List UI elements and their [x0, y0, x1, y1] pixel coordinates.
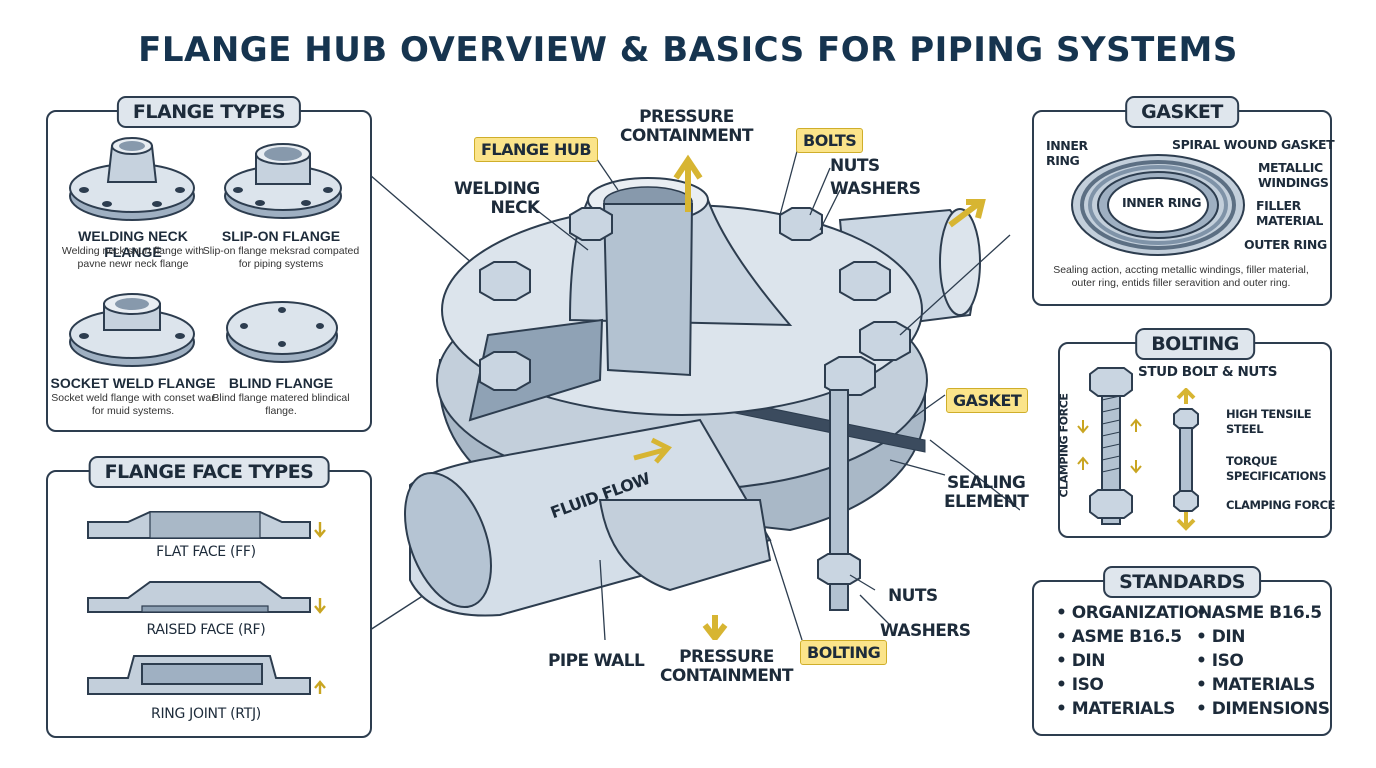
- torque-specifications-label: TORQUE SPECIFICATIONS: [1226, 454, 1327, 483]
- slip-on-flange-icon: [224, 143, 342, 219]
- slip-on-flange-label: SLIP-ON FLANGE: [221, 228, 341, 244]
- flange-hub-callout: FLANGE HUB: [474, 137, 599, 162]
- washers-top-label: WASHERS: [830, 179, 921, 199]
- flange-face-types-heading: FLANGE FACE TYPES: [88, 456, 330, 488]
- raised-face-label: RAISED FACE (RF): [146, 622, 266, 638]
- ring-joint-profile-icon: [87, 655, 326, 695]
- gasket-inner-ring-label: INNER RING: [1046, 138, 1088, 168]
- blind-flange-desc: Blind flange matered blindical flange.: [212, 392, 350, 417]
- flat-face-profile-icon: [87, 511, 326, 539]
- flange-types-heading: FLANGE TYPES: [116, 96, 302, 128]
- standards-right-item: • DIMENSIONS: [1196, 699, 1330, 719]
- inner-ring-center-label: INNER RING: [1122, 195, 1202, 210]
- standards-left-item: • DIN: [1056, 651, 1105, 671]
- socket-weld-flange-desc: Socket weld flange with conset war for m…: [51, 392, 215, 417]
- gasket-note: Sealing action, accting metallic winding…: [1053, 264, 1309, 289]
- clamping-force-label: CLAMPING FORCE: [1226, 498, 1336, 512]
- standards-left-item: • ORGANIZATION: [1056, 603, 1212, 623]
- standards-right-item: • ISO: [1196, 651, 1244, 671]
- spiral-wound-gasket-label: SPIRAL WOUND GASKET: [1172, 137, 1335, 152]
- slip-on-flange-desc: Slip-on flange meksrad compated for pipi…: [202, 245, 360, 270]
- welding-neck-flange-desc: Welding neck snurt flange with pavne new…: [61, 245, 205, 270]
- standards-right-item: • DIN: [1196, 627, 1245, 647]
- spiral-wound-gasket-icon: [1071, 154, 1245, 256]
- standards-right-item: • MATERIALS: [1196, 675, 1315, 695]
- welding-neck-label: WELDING NECK: [454, 179, 540, 218]
- filler-material-label: FILLER MATERIAL: [1256, 198, 1323, 228]
- flat-face-label: FLAT FACE (FF): [156, 544, 256, 560]
- welding-neck-flange-icon: [69, 137, 195, 221]
- sealing-element-label: SEALING ELEMENT: [944, 473, 1029, 512]
- ring-joint-label: RING JOINT (RTJ): [151, 706, 261, 722]
- gasket-callout: GASKET: [946, 388, 1029, 413]
- washers-bottom-label: WASHERS: [880, 621, 971, 641]
- stud-bolt-nuts-label: STUD BOLT & NUTS: [1138, 364, 1278, 380]
- flange-cutaway-illustration: [370, 139, 1020, 640]
- flange-types-panel: FLANGE TYPES: [46, 96, 372, 432]
- nuts-top-label: NUTS: [830, 156, 880, 176]
- socket-weld-flange-icon: [69, 293, 195, 367]
- bolts-callout: BOLTS: [796, 128, 864, 153]
- nuts-bottom-label: NUTS: [888, 586, 938, 606]
- blind-flange-label: BLIND FLANGE: [228, 375, 334, 391]
- blind-flange-icon: [226, 301, 338, 363]
- pipe-wall-label: PIPE WALL: [548, 651, 645, 671]
- standards-left-item: • MATERIALS: [1056, 699, 1175, 719]
- raised-face-profile-icon: [87, 581, 326, 614]
- standards-heading: STANDARDS: [1103, 566, 1261, 598]
- welding-neck-flange-label: WELDING NECK FLANGE: [78, 228, 188, 260]
- clamping-force-vertical-label: CLAMPING FORCE: [1057, 393, 1071, 498]
- pressure-containment-bottom-label: PRESSURE CONTAINMENT: [660, 647, 794, 686]
- high-tensile-bolt-icon: [1173, 388, 1199, 531]
- bolting-callout: BOLTING: [800, 640, 888, 665]
- standards-panel: STANDARDS: [1032, 566, 1332, 736]
- metallic-windings-label: METALLIC WINDINGS: [1258, 160, 1329, 190]
- standards-right-item: • ASME B16.5: [1196, 603, 1322, 623]
- stud-bolt-icon: [1077, 367, 1142, 525]
- standards-left-item: • ASME B16.5: [1056, 627, 1182, 647]
- pressure-containment-top-label: PRESSURE CONTAINMENT: [620, 107, 754, 146]
- gasket-heading: GASKET: [1125, 96, 1239, 128]
- bolting-heading: BOLTING: [1135, 328, 1255, 360]
- standards-left-item: • ISO: [1056, 675, 1104, 695]
- high-tensile-steel-label: HIGH TENSILE STEEL: [1226, 407, 1312, 436]
- page-title: FLANGE HUB OVERVIEW & BASICS FOR PIPING …: [138, 30, 1238, 70]
- outer-ring-label: OUTER RING: [1244, 237, 1327, 252]
- socket-weld-flange-label: SOCKET WELD FLANGE: [50, 375, 216, 391]
